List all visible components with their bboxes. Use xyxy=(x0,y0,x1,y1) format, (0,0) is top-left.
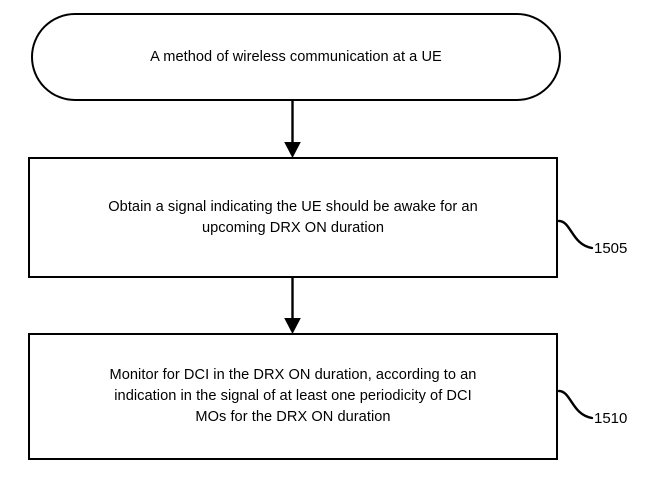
flowchart-node-obtain-label: Obtain a signal indicating the UE should… xyxy=(108,198,478,236)
reference-numeral-1505: 1505 xyxy=(594,240,628,257)
connector-obtain-to-monitor xyxy=(284,278,301,334)
flowchart-node-start-terminator: A method of wireless communication at a … xyxy=(31,13,561,101)
connector-start-to-obtain xyxy=(284,101,301,158)
arrowhead-down-icon xyxy=(284,318,301,334)
flowchart-node-start-label: A method of wireless communication at a … xyxy=(150,48,442,65)
flowchart-node-monitor-process: Monitor for DCI in the DRX ON duration, … xyxy=(28,333,558,460)
leader-line-1505 xyxy=(557,219,594,250)
reference-numeral-1510: 1510 xyxy=(594,410,628,427)
arrowhead-down-icon xyxy=(284,142,301,158)
flowchart-node-obtain-process: Obtain a signal indicating the UE should… xyxy=(28,157,558,278)
flowchart-node-monitor-label: Monitor for DCI in the DRX ON duration, … xyxy=(109,367,477,425)
leader-line-1510 xyxy=(557,389,594,420)
